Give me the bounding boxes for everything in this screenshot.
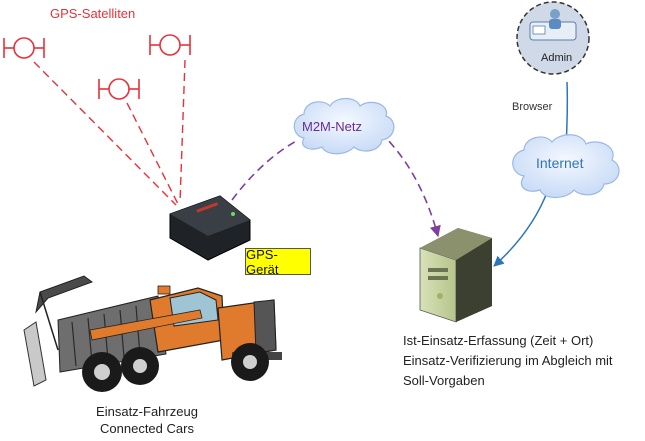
vehicle-caption: Einsatz-Fahrzeug Connected Cars [72, 403, 222, 437]
internet-label: Internet [536, 155, 584, 171]
browser-label: Browser [512, 101, 553, 113]
vehicle-caption-line: Einsatz-Fahrzeug [96, 404, 198, 419]
gps-signal-lines [33, 59, 186, 206]
satellites-title: GPS-Satelliten [50, 6, 136, 21]
satellite-icon [3, 37, 45, 59]
m2m-cloud-icon [293, 97, 395, 155]
internet-cloud-icon [512, 134, 620, 199]
server-caption: Ist-Einsatz-Erfassung (Zeit + Ort) Einsa… [403, 331, 613, 391]
m2m-network-label: M2M-Netz [302, 119, 362, 134]
gps-device-label: GPS-Gerät [245, 247, 311, 277]
gps-device-icon [169, 195, 251, 261]
admin-label: Admin [541, 52, 573, 64]
satellite-icon [149, 34, 191, 56]
tow-truck-icon [23, 275, 282, 392]
vehicle-caption-line: Connected Cars [100, 421, 194, 436]
server-caption-line: Ist-Einsatz-Erfassung (Zeit + Ort) [403, 333, 594, 348]
satellite-icon [98, 78, 140, 100]
server-caption-line: Soll-Vorgaben [403, 373, 485, 388]
server-caption-line: Einsatz-Verifizierung im Abgleich mit [403, 353, 613, 368]
admin-icon [516, 1, 590, 75]
server-icon [419, 228, 492, 323]
m2m-link [231, 131, 441, 238]
